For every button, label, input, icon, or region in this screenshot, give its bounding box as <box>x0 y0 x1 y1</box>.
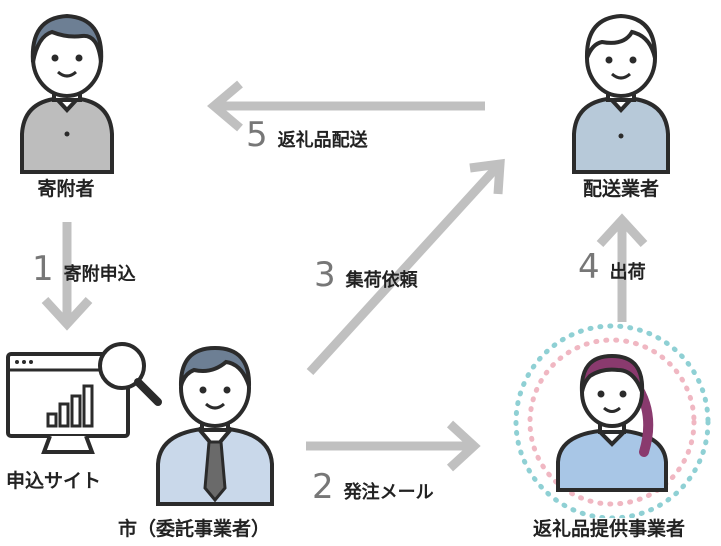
arrow-3 <box>306 158 505 376</box>
step-5-number: 5 <box>246 115 268 155</box>
delivery-label: 配送業者 <box>582 178 659 200</box>
provider-label: 返礼品提供事業者 <box>532 518 685 540</box>
step-1-label: 寄附申込 <box>63 264 136 285</box>
step-1-number: 1 <box>32 249 54 289</box>
step-3: 3 集荷依頼 <box>314 258 418 292</box>
step-4-label: 出荷 <box>609 262 646 283</box>
step-5: 5 返礼品配送 <box>246 118 368 152</box>
arrow-2 <box>306 420 481 472</box>
step-2: 2 発注メール <box>312 470 434 504</box>
step-4-number: 4 <box>578 247 600 287</box>
step-1: 1 寄附申込 <box>32 252 136 286</box>
application-site-icon <box>6 342 162 454</box>
city-label: 市（委託事業者） <box>117 518 270 540</box>
arrow-5 <box>207 80 485 132</box>
provider-person-icon <box>513 323 711 518</box>
step-4: 4 出荷 <box>578 250 646 284</box>
donor-person-icon <box>20 13 114 174</box>
step-2-label: 発注メール <box>343 482 434 503</box>
donor-label: 寄附者 <box>37 178 95 200</box>
step-5-label: 返礼品配送 <box>277 130 368 151</box>
arrow-4 <box>596 213 648 322</box>
city-person-icon <box>156 345 274 506</box>
step-3-label: 集荷依頼 <box>345 270 418 291</box>
step-3-number: 3 <box>314 255 336 295</box>
application-site-label: 申込サイト <box>6 470 102 492</box>
step-2-number: 2 <box>312 467 334 507</box>
arrow-1 <box>41 222 93 331</box>
delivery-person-icon <box>572 13 670 174</box>
